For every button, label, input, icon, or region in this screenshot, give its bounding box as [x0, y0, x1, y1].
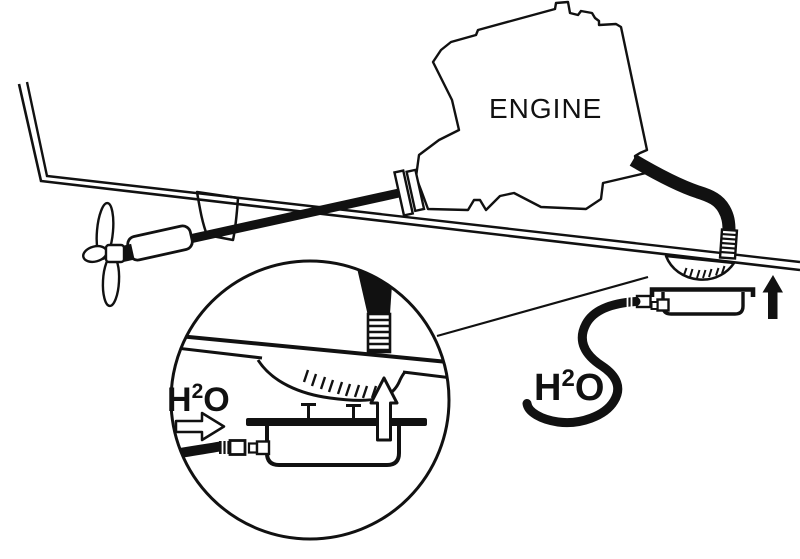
- water-flow-right-arrow: [174, 411, 226, 442]
- propeller-blade-left: [82, 244, 108, 264]
- propeller-blade-bottom: [101, 254, 121, 308]
- detail-grate-hatches: [302, 369, 378, 399]
- detail-muff-plate: [246, 418, 427, 426]
- detail-t-bolts: [301, 403, 361, 418]
- engine-label: ENGINE: [489, 93, 602, 124]
- h2o-h: H: [534, 367, 561, 409]
- hull-outer-line: [17, 83, 800, 272]
- h2o-sup: 2: [561, 365, 574, 392]
- detail-clamp-ribs: [368, 318, 390, 352]
- detail-hull-lower-line-left: [171, 345, 263, 360]
- muff-plate: [649, 287, 756, 297]
- engine: ENGINE: [414, 0, 649, 212]
- h2o-label-right: H2O: [534, 365, 604, 409]
- muff-inlet-tip: [650, 301, 659, 310]
- water-supply-hose: [522, 296, 641, 428]
- detail-inlet-nipple: [255, 440, 271, 456]
- stuffing-box: [126, 224, 194, 262]
- ribbed-hose-clamp: [718, 228, 739, 260]
- detail-hull-upper-line: [171, 333, 449, 364]
- h2o-sup: 2: [192, 380, 204, 403]
- muff-inlet-nipple: [656, 298, 670, 312]
- detail-clamp-fitting: [219, 441, 230, 454]
- water-flow-up-arrow: [369, 376, 399, 442]
- detail-muff-cup: [265, 426, 401, 467]
- solid-up-arrow: [762, 275, 783, 319]
- shaft-coupling: [393, 168, 426, 217]
- propeller-hub: [104, 243, 126, 264]
- detail-hull-lower-line-right: [402, 370, 449, 380]
- raw-water-hose: [629, 154, 736, 232]
- muff-cup: [661, 292, 745, 316]
- detail-magnifier-circle: [169, 259, 451, 541]
- h2o-o: O: [575, 367, 605, 409]
- detail-muff: H2O: [167, 376, 427, 467]
- flush-muff: [635, 287, 756, 316]
- leader-line: [436, 275, 649, 338]
- detail-hose-connector: [228, 439, 247, 456]
- boat-hull: [17, 81, 800, 272]
- h2o-o: O: [203, 381, 229, 419]
- h2o-label-detail: H2O: [167, 380, 230, 419]
- hull-inner-line: [25, 81, 800, 264]
- scoop-grate-hatches: [683, 265, 726, 279]
- propeller: [82, 201, 126, 308]
